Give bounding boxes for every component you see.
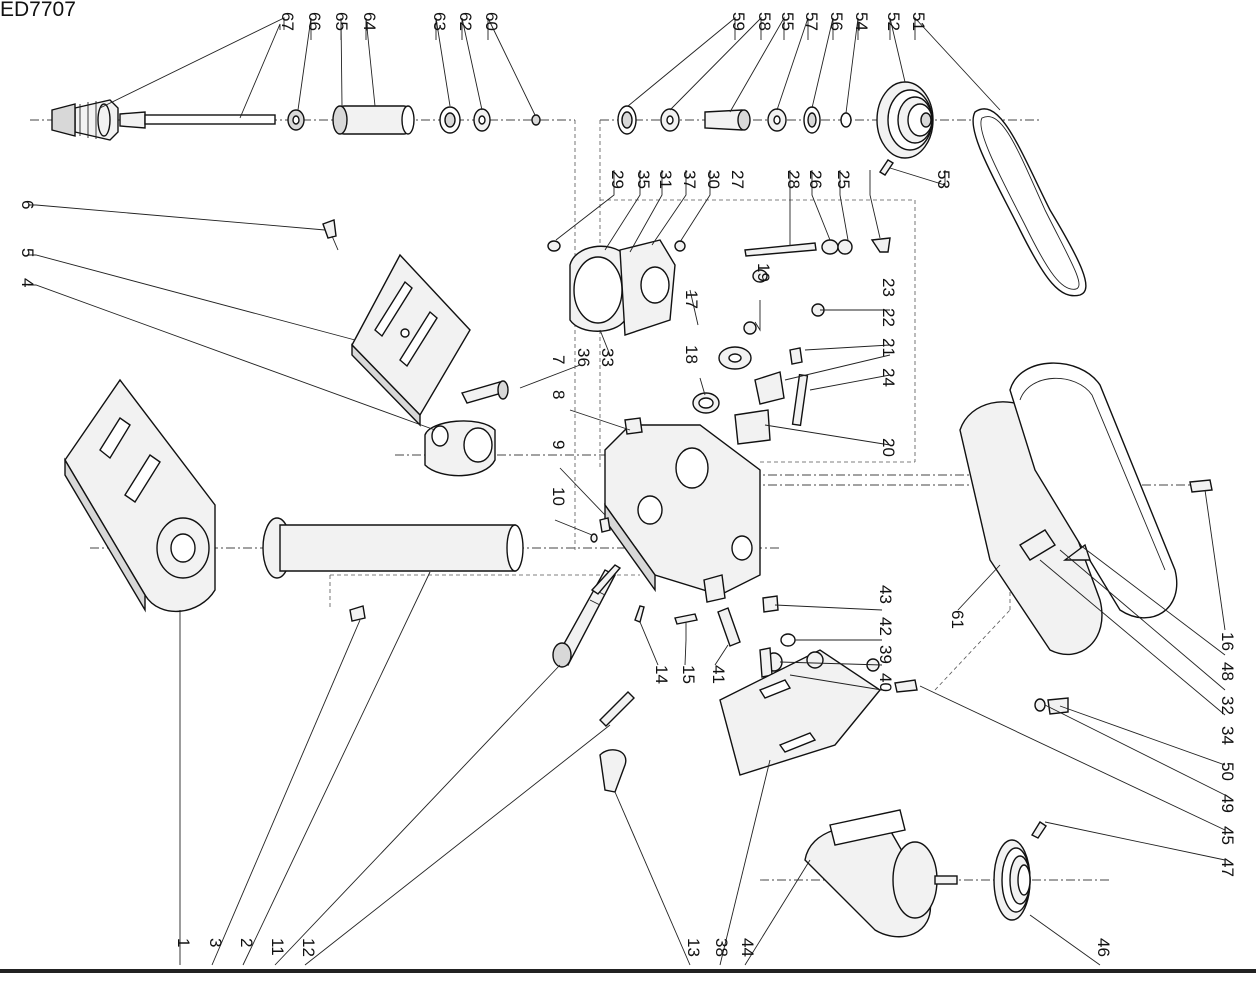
- callout-label: 17: [682, 290, 701, 309]
- table-assembly: [322, 219, 509, 477]
- callout-label: 20: [879, 438, 898, 457]
- bottom-rule: [0, 969, 1256, 973]
- belt-guard-assembly: [959, 362, 1213, 656]
- callout-label: 32: [1218, 696, 1237, 715]
- callout-label: 23: [879, 278, 898, 297]
- motor-assembly: [719, 649, 1069, 938]
- callout-label: 49: [1218, 794, 1237, 813]
- callout-label: 35: [634, 170, 653, 189]
- callout-label: 38: [712, 938, 731, 957]
- callout-label: 15: [679, 665, 698, 684]
- callouts-left: 6 5 4: [18, 200, 37, 287]
- callout-label: 26: [806, 170, 825, 189]
- callouts-bottom: 1 3 2 11 12 13 38 44 46: [174, 938, 1113, 957]
- callout-label: 56: [827, 12, 846, 31]
- callout-label: 57: [802, 12, 821, 31]
- callout-label: 67: [278, 12, 297, 31]
- pulley-housing: [547, 237, 891, 336]
- callout-label: 46: [1094, 938, 1113, 957]
- callout-label: 45: [1218, 826, 1237, 845]
- callout-label: 59: [729, 12, 748, 31]
- callout-label: 22: [879, 308, 898, 327]
- callout-label: 6: [18, 200, 37, 209]
- chuck-spindle-assembly: [51, 99, 541, 141]
- callout-label: 36: [574, 348, 593, 367]
- callout-label: 4: [18, 278, 37, 287]
- callout-label: 29: [608, 170, 627, 189]
- callouts-mid-upper: 29 35 31 37 30 27 28 26 25 53: [608, 170, 953, 189]
- callouts-mid-column: 19 17 23 22 21 24 18 20 36 33 7 8 9 10: [549, 263, 898, 506]
- model-code: ED7707: [0, 0, 76, 21]
- callout-label: 21: [879, 338, 898, 357]
- callout-label: 7: [549, 355, 568, 364]
- callout-label: 62: [456, 12, 475, 31]
- callout-label: 13: [684, 938, 703, 957]
- head-casting: [604, 417, 761, 603]
- callout-label: 10: [549, 487, 568, 506]
- callout-label: 65: [332, 12, 351, 31]
- spindle-pulley-assembly: [617, 81, 1087, 297]
- callout-label: 16: [1218, 632, 1237, 651]
- leader-lines: [28, 16, 1226, 966]
- callout-label: 58: [755, 12, 774, 31]
- callout-label: 50: [1218, 762, 1237, 781]
- callout-label: 47: [1218, 858, 1237, 877]
- callout-label: 40: [876, 673, 895, 692]
- callout-label: 64: [360, 12, 379, 31]
- callout-label: 48: [1218, 662, 1237, 681]
- callouts-top-right: 59 58 55 57 56 54 52 51: [729, 12, 928, 31]
- callout-label: 53: [934, 170, 953, 189]
- callout-label: 66: [305, 12, 324, 31]
- callout-label: 5: [18, 248, 37, 257]
- callout-label: 9: [549, 440, 568, 449]
- small-parts: [590, 269, 825, 543]
- callout-label: 11: [268, 938, 287, 956]
- callout-label: 12: [299, 938, 318, 957]
- callout-label: 42: [876, 617, 895, 636]
- callout-label: 19: [754, 263, 773, 282]
- callout-label: 39: [876, 645, 895, 664]
- callout-label: 18: [682, 345, 701, 364]
- callout-label: 3: [206, 938, 225, 947]
- base-column-assembly: [64, 378, 524, 622]
- callout-label: 33: [598, 348, 617, 367]
- callout-label: 24: [879, 368, 898, 387]
- callouts-right: 61 16 48 32 34 50 49 45 47: [948, 610, 1237, 877]
- callout-label: 37: [680, 170, 699, 189]
- callouts-top-left: 67 66 65 64 63 62 60: [278, 12, 501, 31]
- callout-label: 43: [876, 585, 895, 604]
- callout-label: 27: [728, 170, 747, 189]
- callout-label: 1: [174, 938, 193, 947]
- callout-label: 2: [237, 938, 256, 947]
- callout-label: 60: [482, 12, 501, 31]
- callout-label: 41: [709, 665, 728, 684]
- callout-label: 8: [549, 390, 568, 399]
- callout-label: 54: [852, 12, 871, 31]
- callout-label: 14: [652, 665, 671, 684]
- callout-label: 28: [784, 170, 803, 189]
- callout-label: 31: [656, 170, 675, 189]
- callout-label: 34: [1218, 726, 1237, 745]
- callout-label: 51: [909, 12, 928, 31]
- callout-label: 52: [884, 12, 903, 31]
- feed-shaft-assembly: [552, 564, 796, 793]
- callout-label: 44: [738, 938, 757, 957]
- callout-label: 55: [778, 12, 797, 31]
- callout-label: 61: [948, 610, 967, 629]
- callout-label: 25: [834, 170, 853, 189]
- callouts-lower-center: 43 42 39 40 14 15 41: [652, 585, 895, 692]
- callout-label: 30: [704, 170, 723, 189]
- callout-label: 63: [430, 12, 449, 31]
